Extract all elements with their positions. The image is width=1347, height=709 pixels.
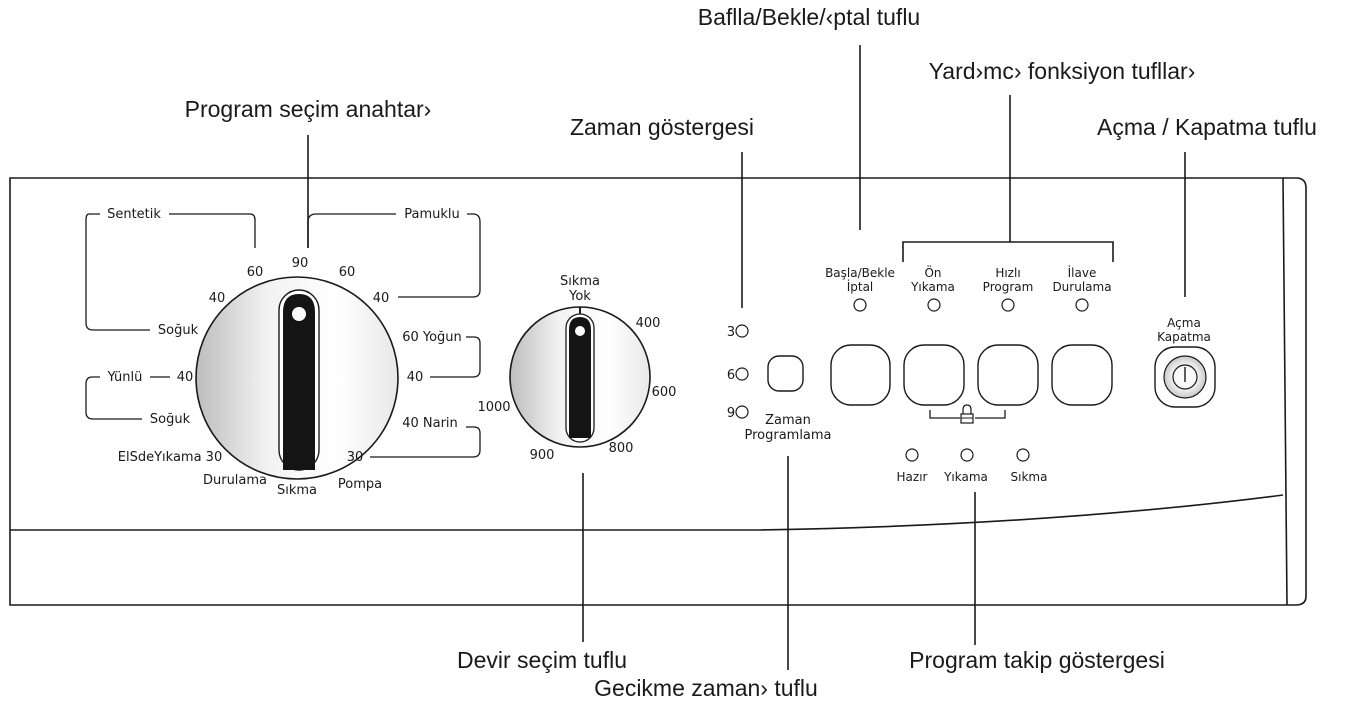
led-prewash bbox=[927, 298, 941, 312]
callout-program-selector: Program seçim anahtar› bbox=[185, 96, 432, 122]
label-time-6: 6 bbox=[727, 368, 735, 383]
cotton-bracket-right bbox=[398, 213, 481, 298]
label-spin-900: 900 bbox=[530, 448, 555, 463]
label-no-spin-2: Yok bbox=[568, 289, 591, 304]
label-cotton: Pamuklu bbox=[404, 207, 460, 222]
callout-time-indicator: Zaman göstergesi bbox=[570, 114, 754, 140]
label-quick-line1: Hızlı bbox=[995, 266, 1020, 280]
led-time-6 bbox=[735, 367, 749, 381]
label-extra-rinse-line2: Durulama bbox=[1052, 280, 1111, 294]
label-rinse: Durulama bbox=[203, 473, 267, 488]
wool-bracket bbox=[85, 376, 142, 420]
delay-timer-button[interactable] bbox=[767, 355, 804, 392]
label-cold-2: Soğuk bbox=[150, 412, 191, 427]
led-extra-rinse bbox=[1075, 298, 1089, 312]
power-icon bbox=[1172, 364, 1198, 390]
label-synthetic-60: 60 bbox=[247, 265, 264, 280]
callout-aux-function-buttons: Yard›mc› fonksiyon tufllar› bbox=[929, 58, 1196, 84]
label-right-30: 30 bbox=[347, 450, 364, 465]
label-delicate: 40 Narin bbox=[402, 416, 458, 431]
label-cold-1: Soğuk bbox=[158, 323, 199, 338]
aux-functions-bracket bbox=[902, 241, 1114, 262]
callout-spin-selector: Devir seçim tuflu bbox=[457, 647, 627, 673]
prewash-button[interactable] bbox=[903, 344, 965, 406]
label-wool: Yünlü bbox=[107, 370, 143, 385]
label-time-9: 9 bbox=[727, 406, 735, 421]
panel-outline bbox=[9, 177, 1307, 606]
label-prewash-line1: Ön bbox=[924, 264, 941, 280]
program-knob-pointer bbox=[292, 307, 306, 321]
label-spin-600: 600 bbox=[652, 385, 677, 400]
label-right-40b: 40 bbox=[407, 370, 424, 385]
label-pump: Pompa bbox=[338, 477, 382, 492]
label-prewash-line2: Yıkama bbox=[910, 280, 955, 294]
led-start bbox=[853, 298, 867, 312]
label-ready: Hazır bbox=[897, 470, 928, 484]
label-spin-400: 400 bbox=[636, 316, 661, 331]
label-top-60: 60 bbox=[339, 265, 356, 280]
synthetic-bracket bbox=[85, 213, 150, 331]
program-selector-knob[interactable] bbox=[195, 276, 399, 480]
callout-delay-timer-button: Gecikme zaman› tuflu bbox=[594, 675, 818, 701]
program-knob-grip bbox=[283, 294, 315, 470]
panel-bottom-curve bbox=[10, 494, 1284, 531]
label-right-40: 40 bbox=[373, 291, 390, 306]
label-spin-status: Sıkma bbox=[1011, 470, 1048, 484]
spin-knob-grip bbox=[569, 317, 591, 438]
label-spin: Sıkma bbox=[277, 483, 317, 498]
label-no-spin-1: Sıkma bbox=[560, 274, 600, 289]
callout-program-tracking: Program takip göstergesi bbox=[909, 647, 1165, 673]
label-power-line1: Açma bbox=[1167, 316, 1201, 330]
label-time-3: 3 bbox=[727, 325, 735, 340]
callout-on-off-button: Açma / Kapatma tuflu bbox=[1097, 114, 1317, 140]
label-quick-line2: Program bbox=[983, 280, 1034, 294]
lock-icon bbox=[960, 404, 974, 424]
intensive-bracket bbox=[430, 336, 481, 378]
label-synthetic: Sentetik bbox=[107, 207, 161, 222]
cotton-bracket-top bbox=[307, 213, 396, 248]
spin-knob-pointer bbox=[575, 326, 585, 336]
label-spin-800: 800 bbox=[609, 441, 634, 456]
label-intensive-60: 60 Yoğun bbox=[402, 330, 462, 345]
led-time-9 bbox=[735, 405, 749, 419]
label-delay-line2: Programlama bbox=[744, 428, 831, 443]
label-start-line2: İptal bbox=[847, 279, 874, 294]
led-quick bbox=[1001, 298, 1015, 312]
label-power-line2: Kapatma bbox=[1157, 330, 1211, 344]
label-spin-1000: 1000 bbox=[477, 400, 510, 415]
callout-start-pause-cancel: Baflla/Bekle/‹ptal tuflu bbox=[698, 4, 920, 30]
label-wash: Yıkama bbox=[943, 470, 988, 484]
label-start-line1: Başla/Bekle bbox=[825, 266, 895, 280]
label-handwash: ElSdeYıkama 30 bbox=[118, 450, 222, 465]
led-time-3 bbox=[735, 324, 749, 338]
led-spin bbox=[1016, 448, 1030, 462]
delicate-bracket bbox=[370, 426, 481, 458]
label-wool-40: 40 bbox=[177, 370, 194, 385]
child-lock-bracket bbox=[929, 410, 1006, 419]
led-ready bbox=[905, 448, 919, 462]
quick-program-button[interactable] bbox=[977, 344, 1039, 406]
start-pause-cancel-button[interactable] bbox=[830, 344, 891, 406]
label-delay-line1: Zaman bbox=[765, 413, 811, 428]
panel-right-edge bbox=[1282, 177, 1288, 606]
label-top-90: 90 bbox=[292, 256, 309, 271]
label-left-40: 40 bbox=[209, 291, 226, 306]
extra-rinse-button[interactable] bbox=[1051, 344, 1113, 406]
label-extra-rinse-line1: İlave bbox=[1068, 265, 1097, 280]
led-wash bbox=[960, 448, 974, 462]
spin-selector-knob[interactable] bbox=[509, 306, 651, 448]
synthetic-60-line bbox=[169, 213, 256, 248]
